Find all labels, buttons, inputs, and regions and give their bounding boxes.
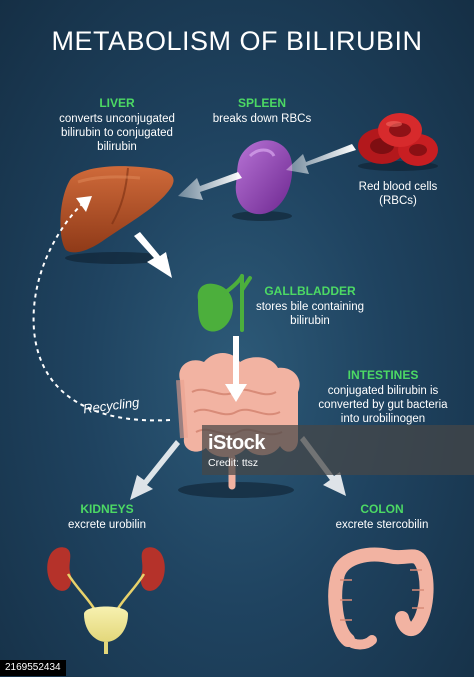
spleen-label: SPLEEN breaks down RBCs <box>202 96 322 126</box>
kidneys-illustration <box>47 547 165 654</box>
page-title: METABOLISM OF BILIRUBIN <box>0 26 474 57</box>
rbc-illustration <box>358 113 438 166</box>
intestines-label: INTESTINES conjugated bilirubin is conve… <box>310 368 456 426</box>
arrow-intestines-to-kidneys <box>130 440 180 500</box>
intestines-heading: INTESTINES <box>310 368 456 382</box>
liver-label: LIVER converts unconjugated bilirubin to… <box>42 96 192 154</box>
gallbladder-heading: GALLBLADDER <box>250 284 370 298</box>
kidneys-label: KIDNEYS excrete urobilin <box>52 502 162 532</box>
gallbladder-description: stores bile containing bilirubin <box>250 300 370 328</box>
colon-heading: COLON <box>322 502 442 516</box>
gallbladder-label: GALLBLADDER stores bile containing bilir… <box>250 284 370 328</box>
rbc-description: Red blood cells (RBCs) <box>352 180 444 208</box>
watermark-credit: Credit: ttsz <box>208 457 258 469</box>
liver-heading: LIVER <box>42 96 192 110</box>
watermark-logo: iStock <box>208 432 265 455</box>
colon-label: COLON excrete stercobilin <box>322 502 442 532</box>
spleen-description: breaks down RBCs <box>202 112 322 126</box>
kidneys-description: excrete urobilin <box>52 518 162 532</box>
gallbladder-illustration <box>198 276 250 332</box>
arrow-rbc-to-spleen <box>286 144 356 174</box>
intestines-shadow <box>178 482 294 498</box>
image-id-label: 2169552434 <box>0 660 66 676</box>
kidneys-heading: KIDNEYS <box>52 502 162 516</box>
colon-illustration <box>335 555 426 645</box>
intestines-description: conjugated bilirubin is converted by gut… <box>310 384 456 426</box>
rbc-label: Red blood cells (RBCs) <box>352 180 444 208</box>
spleen-heading: SPLEEN <box>202 96 322 110</box>
colon-description: excrete stercobilin <box>322 518 442 532</box>
liver-description: converts unconjugated bilirubin to conju… <box>42 112 192 154</box>
spleen-illustration <box>236 140 292 214</box>
arrow-spleen-to-liver <box>178 172 242 200</box>
